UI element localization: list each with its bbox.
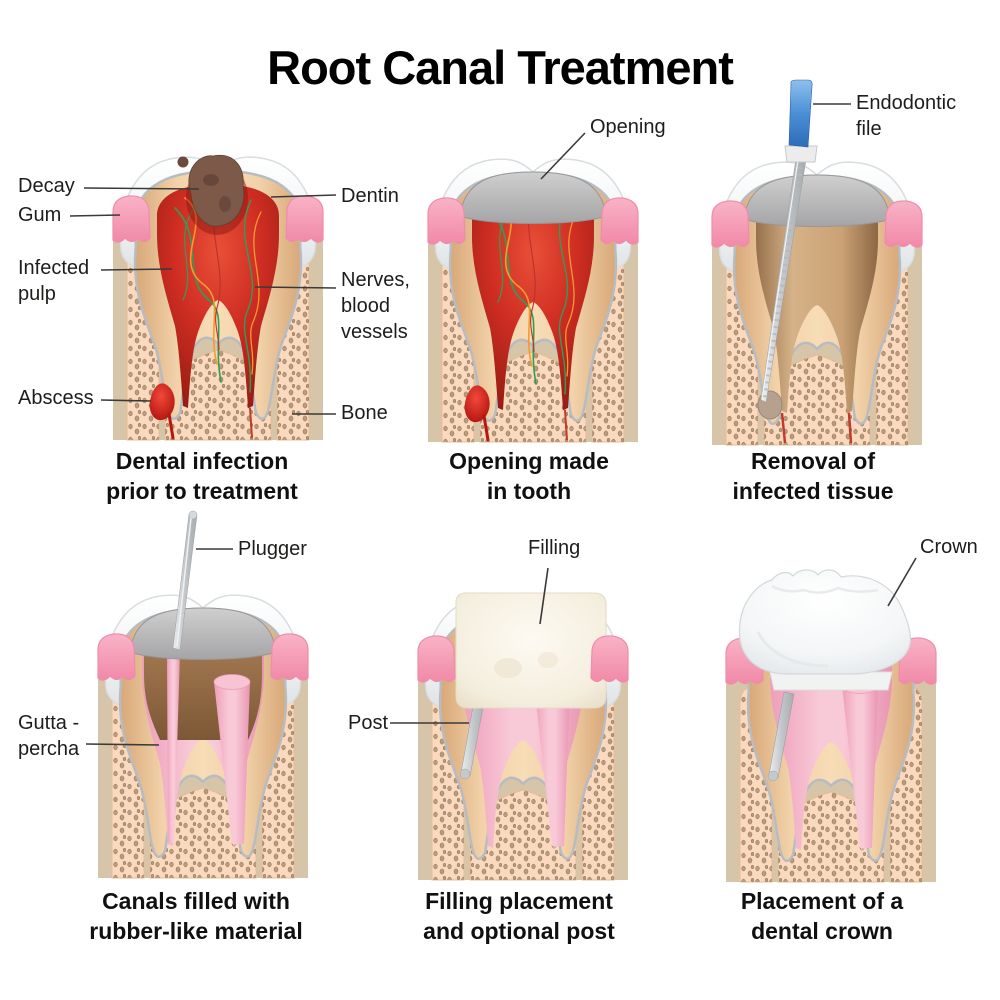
label-nerves-blood-vessels: Nerves, blood vessels	[341, 269, 410, 343]
label-opening: Opening	[590, 116, 666, 138]
label-gutta-percha: Gutta - percha	[18, 712, 80, 760]
label-dentin: Dentin	[341, 185, 399, 207]
tooth-illustration-infection	[112, 154, 324, 441]
label-abscess: Abscess	[18, 387, 94, 409]
label-crown: Crown	[920, 536, 978, 558]
label-decay: Decay	[18, 173, 75, 199]
label-bone: Bone	[341, 402, 388, 424]
label-filling: Filling	[528, 537, 581, 559]
filling-block	[455, 592, 607, 709]
label-post: Post	[348, 712, 389, 734]
tooth-illustration-canals-filled	[97, 510, 309, 879]
caption-dental-crown: Placement of a dental crown	[740, 888, 904, 944]
file-handle	[788, 79, 813, 148]
label-decay-text: Decay	[18, 175, 75, 197]
caption-canals-filled: Canals filled with rubber-like material	[89, 888, 303, 944]
tooth-illustration-crown	[725, 569, 937, 883]
tooth-illustration-filling	[417, 592, 629, 881]
endodontic-file	[760, 79, 818, 403]
post-rod	[767, 691, 795, 782]
page-title: Root Canal Treatment	[267, 41, 734, 94]
crown-cap	[738, 569, 912, 675]
label-gum-text: Gum	[18, 204, 62, 226]
label-plugger: Plugger	[238, 538, 307, 560]
caption-filling-placement: Filling placement and optional post	[423, 888, 615, 944]
label-endodontic-file: Endodontic file	[856, 92, 957, 140]
caption-dental-infection: Dental infection prior to treatment	[106, 448, 298, 504]
gutta-percha-left-canal	[167, 654, 180, 844]
tooth-illustration-removal	[711, 79, 923, 446]
label-gum: Gum	[18, 202, 61, 228]
annotation-lines	[69, 103, 917, 746]
label-infected-pulp: Infected pulp	[18, 257, 90, 305]
caption-removal: Removal of infected tissue	[732, 448, 894, 504]
tooth-illustration-opening	[427, 158, 639, 443]
plugger-tool	[172, 510, 198, 651]
caption-opening-made: Opening made in tooth	[449, 448, 609, 504]
crown-margin-band	[769, 671, 893, 691]
decay-spot	[177, 154, 245, 227]
post-rod	[459, 689, 487, 780]
